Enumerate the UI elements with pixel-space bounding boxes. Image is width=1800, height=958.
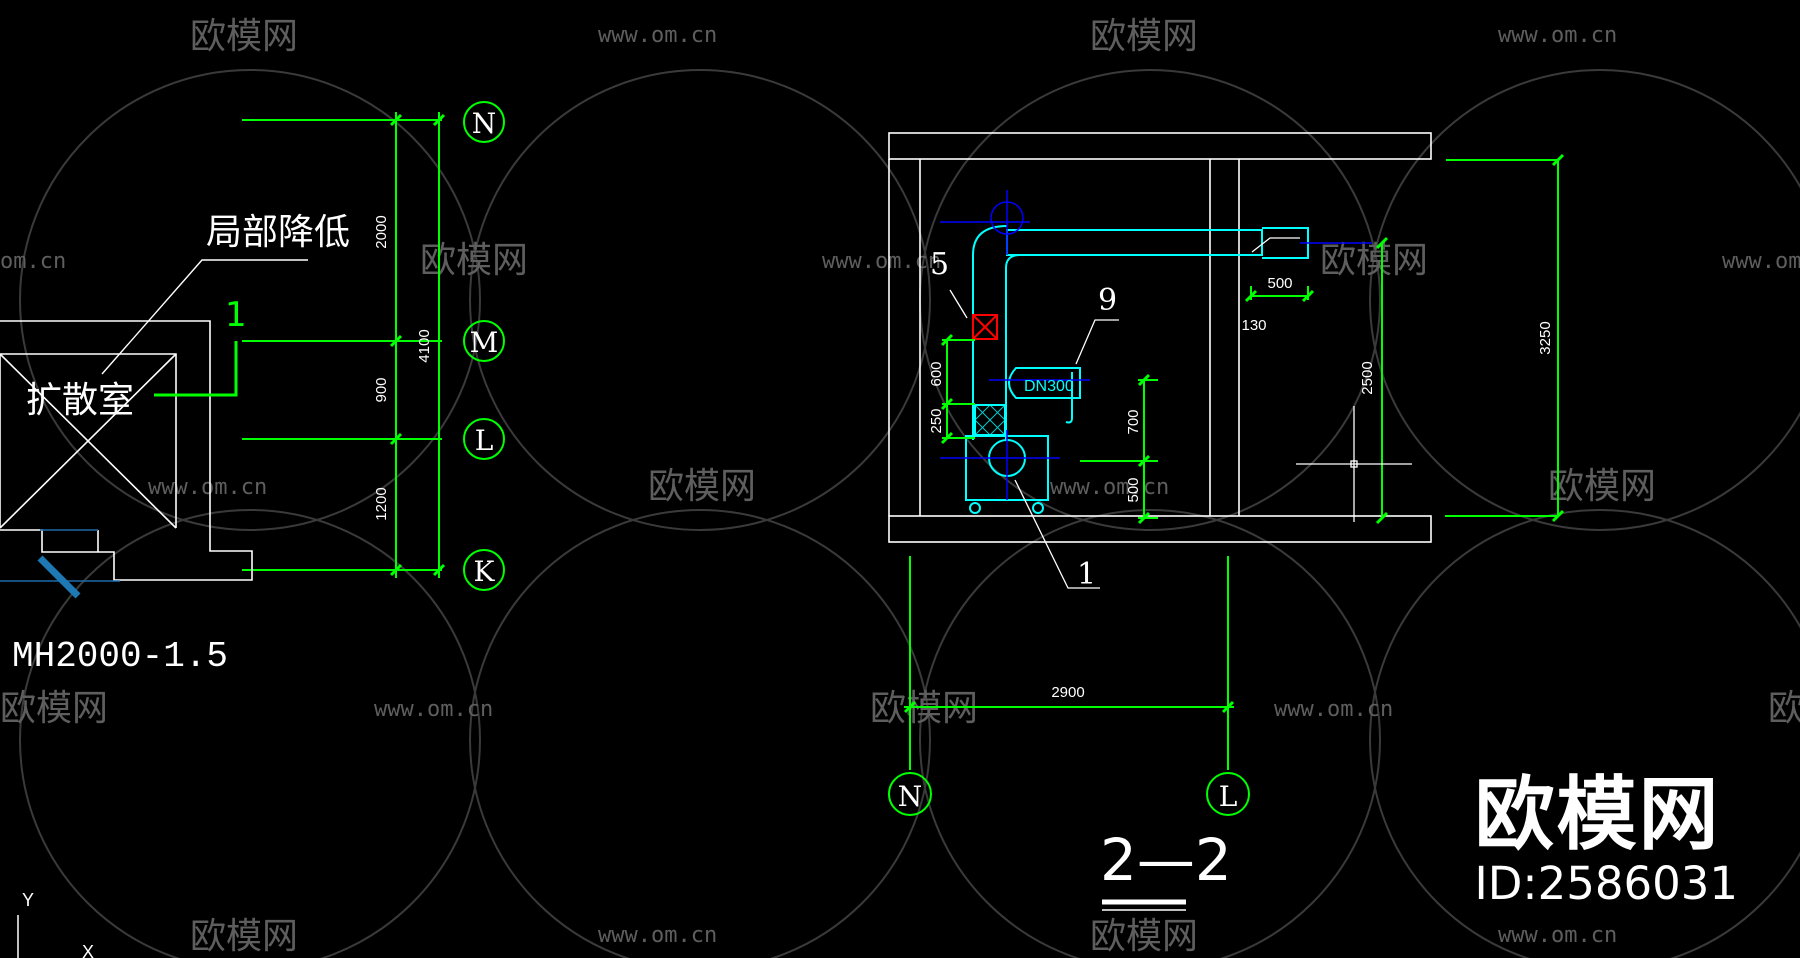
ucs-y-label: Y: [22, 890, 34, 910]
plan-room-walls: [0, 320, 253, 581]
watermark-url: www.om.cn: [822, 249, 941, 274]
valve-symbol: [972, 314, 998, 340]
grid-bubble-n: [463, 101, 505, 143]
fan-feet: [969, 502, 1044, 514]
section-grid-bubbles: N L: [888, 772, 1250, 816]
watermark-logo: 欧模网: [1320, 240, 1428, 281]
plan-dim-texts: 2000 900 1200 4100: [373, 215, 433, 520]
dim-500-top: 500: [1267, 275, 1292, 292]
plan-grid-bubbles: N M L K: [463, 101, 505, 591]
watermark-logo-partial: 欧模网: [1768, 688, 1800, 729]
dim-total: 4100: [416, 329, 433, 362]
note-local-lower: 局部降低: [206, 212, 350, 253]
dim-m-l: 900: [373, 377, 390, 402]
duct-size-label: DN300: [1024, 378, 1074, 395]
dim-2900: 2900: [1051, 684, 1084, 701]
section-title: 2—2: [1100, 826, 1232, 894]
ucs-icon: Y X: [17, 890, 94, 958]
section-dim-texts: 500 130 600 250 700 500 2500 3250 2900: [928, 275, 1554, 701]
tag-1: 1: [1077, 557, 1096, 592]
dim-130: 130: [1241, 317, 1266, 334]
grid-label-m: M: [470, 326, 499, 359]
watermark-url: www.om.cn: [598, 23, 717, 48]
watermark-url-partial: om.cn: [0, 249, 66, 274]
watermark-url: www.om.cn: [1274, 697, 1393, 722]
centerlines: [940, 190, 1372, 500]
watermark-url: www.om.cn: [1498, 923, 1617, 948]
tag-5: 5: [930, 247, 949, 282]
watermark-url: www.om.cn: [1050, 475, 1169, 500]
dim-l-k: 1200: [373, 487, 390, 520]
grid-bubble-l: [463, 418, 505, 460]
grid-bubble-n: [888, 772, 932, 816]
watermark-url: www.om.cn: [374, 697, 493, 722]
watermark-url: www.om.cn: [598, 923, 717, 948]
section-structure: [888, 132, 1432, 543]
grid-label-n: N: [472, 107, 497, 140]
dim-700: 700: [1125, 409, 1142, 434]
watermark-logo: 欧模网: [870, 688, 978, 729]
plan-door-swing: [37, 555, 81, 599]
grid-label-l: L: [475, 424, 494, 457]
grid-label-k: K: [474, 555, 496, 588]
plan-view: N M L K 2000 900 1200 4100 局部: [0, 101, 505, 677]
watermark-logo: 欧模网: [648, 466, 756, 507]
filter-mesh: [974, 404, 1006, 436]
watermark-url: www.om.cn: [1498, 23, 1617, 48]
section-leaders: [949, 237, 1300, 589]
section-dim-ticks: [903, 153, 1565, 714]
brand-overlay: 欧模网 ID:2586031: [1475, 772, 1739, 910]
watermark-logo: 欧模网: [1548, 466, 1656, 507]
pipe-tag-number: 1: [225, 295, 247, 335]
grid-label-n: N: [898, 780, 923, 813]
dim-3250: 3250: [1537, 321, 1554, 354]
duct-system: [965, 225, 1309, 501]
brand-logo: 欧模网: [1474, 768, 1721, 861]
watermark-logo: 欧模网: [1090, 16, 1198, 57]
watermark-url: www.om.cn: [148, 475, 267, 500]
section-view: DN300 5 9 1: [888, 132, 1565, 911]
section-dim-lines: [904, 159, 1559, 770]
ucs-x-label: X: [82, 942, 94, 958]
door-code: MH2000-1.5: [12, 636, 228, 677]
plan-dim-ticks: [389, 113, 446, 577]
dim-n-m: 2000: [373, 215, 390, 248]
watermark-logo: 欧模网: [420, 240, 528, 281]
pipe-tag-leader: [154, 341, 238, 397]
room-name: 扩散室: [26, 380, 134, 421]
watermark-arcs: [19, 69, 1800, 958]
watermark-logo: 欧模网: [190, 916, 298, 957]
crosshair-marker: [1296, 406, 1412, 522]
watermark-url-partial: www.om.cn: [1722, 249, 1800, 274]
grid-bubble-k: [463, 549, 505, 591]
model-id: ID:2586031: [1474, 857, 1739, 910]
dim-600: 600: [928, 361, 945, 386]
grid-bubble-m: [463, 320, 505, 362]
note-leader: [101, 259, 308, 375]
watermark-logo: 欧模网: [1090, 916, 1198, 957]
plan-grid-lines: [242, 112, 442, 578]
dim-2500: 2500: [1359, 361, 1376, 394]
dim-500-side: 500: [1125, 477, 1142, 502]
grid-bubble-l: [1206, 772, 1250, 816]
grid-label-l: L: [1219, 780, 1238, 813]
watermark-logo: 欧模网: [190, 16, 298, 57]
tag-9: 9: [1098, 283, 1117, 318]
watermark-logo-partial: 欧模网: [0, 688, 108, 729]
dim-250: 250: [928, 408, 945, 433]
